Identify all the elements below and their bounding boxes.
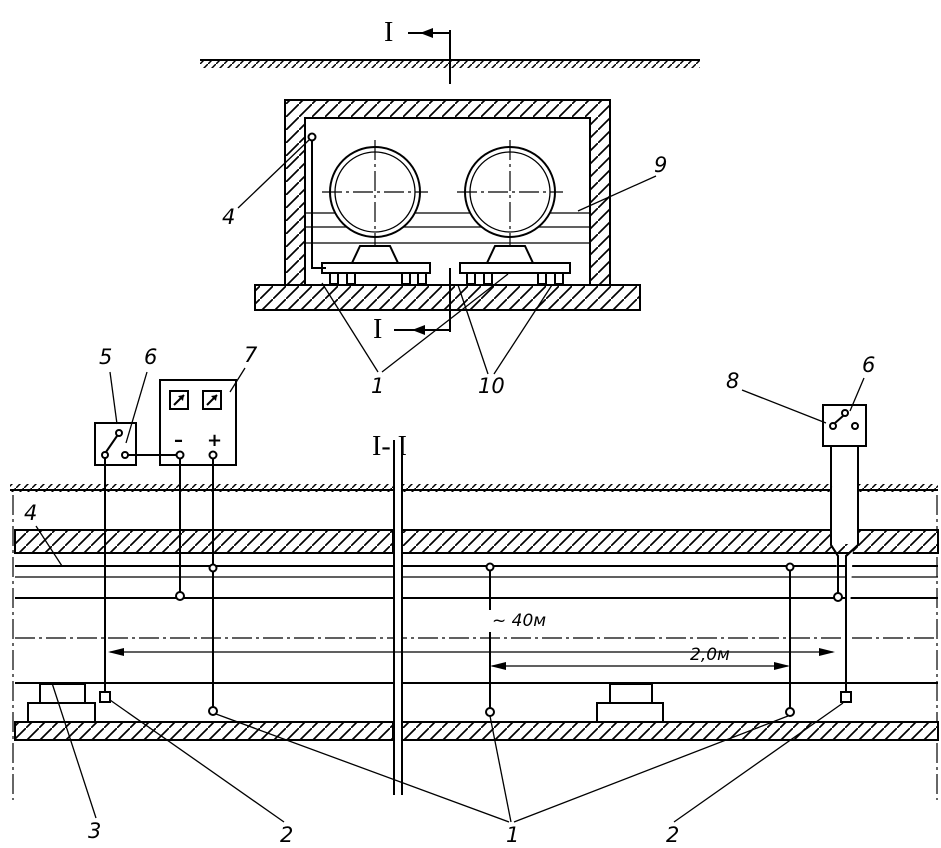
positive-terminal: [208, 450, 218, 460]
positive-terminal-label: +: [207, 430, 222, 451]
callout-label: 6: [862, 353, 875, 377]
electrode-pair-middle: [485, 562, 795, 717]
callout-label: 4: [222, 205, 235, 229]
callout-label: 2: [666, 823, 679, 847]
pipe-support-left: [27, 683, 96, 723]
dimension-overall: ~ 40м: [108, 610, 835, 656]
dimension-overall-label: ~ 40м: [492, 611, 546, 631]
meter-box: – +: [159, 379, 237, 466]
switch-box-left: [94, 422, 137, 466]
pipe-contact-point: [175, 591, 185, 601]
callout-6-right: 6: [849, 353, 875, 412]
electrode-point: [208, 706, 218, 716]
pipe-support-right: [459, 245, 571, 285]
callout-4-top: 4: [222, 139, 310, 229]
callout-label: 9: [654, 153, 667, 177]
callout-1-top: 1: [321, 273, 509, 398]
callout-label: 2: [280, 823, 293, 847]
pipe-contact-point: [833, 592, 843, 602]
terminal-box-right: [822, 404, 867, 703]
longitudinal-section: I- I: [10, 343, 939, 847]
callout-1-bottom: 1: [215, 713, 789, 847]
meter-icon: [202, 390, 222, 410]
pipe-support-left: [321, 245, 431, 285]
callout-label: 8: [726, 369, 739, 393]
ground-surface-bottom: [10, 484, 938, 492]
pipe-left: [322, 140, 428, 246]
dimension-spacing-label: 2,0м: [690, 645, 730, 665]
callout-label: 7: [244, 343, 258, 367]
break-lines: [393, 440, 403, 795]
callout-label: 1: [506, 823, 519, 847]
callout-3: 3: [51, 682, 101, 843]
callout-9-top: 9: [577, 153, 667, 212]
callout-label: 5: [99, 345, 112, 369]
electrode-point: [785, 707, 795, 717]
callout-6-left: 6: [125, 345, 157, 444]
callout-label: 1: [371, 374, 384, 398]
callout-2-left: 2: [109, 699, 293, 847]
callout-8: 8: [726, 369, 827, 424]
section-mark-lower: I: [373, 268, 451, 345]
section-mark-lower-label: I: [373, 314, 382, 345]
channel-floor-slab: [254, 284, 641, 311]
dimension-spacing: 2,0м: [490, 645, 790, 670]
electrode-point: [485, 707, 495, 717]
reference-electrode-left: [99, 691, 111, 703]
callout-7: 7: [229, 343, 258, 393]
wiring-left: [99, 454, 218, 716]
callout-label: 10: [478, 374, 505, 398]
callout-label: 3: [88, 819, 101, 843]
signal-cable-cross-section: [307, 132, 326, 269]
channel-roof-slab-left: [14, 529, 394, 554]
meter-icon: [169, 390, 189, 410]
pipe-right: [457, 140, 563, 246]
channel-floor-slab-right: [401, 721, 939, 741]
callout-4-bottom: 4: [24, 501, 63, 567]
negative-terminal-label: –: [174, 430, 183, 451]
callout-label: 6: [144, 345, 157, 369]
reference-electrode-right: [840, 691, 852, 703]
callout-2-right: 2: [666, 702, 844, 847]
channel-cross-section: I: [200, 17, 700, 398]
callout-5: 5: [99, 345, 118, 425]
pipe-support-middle: [596, 683, 664, 723]
callout-10-top: 10: [457, 284, 553, 398]
section-mark-upper: I: [384, 17, 451, 84]
section-mark-upper-label: I: [384, 17, 393, 48]
negative-terminal: [175, 450, 185, 460]
callout-label: 4: [24, 501, 37, 525]
channel-floor-slab-left: [14, 721, 394, 741]
